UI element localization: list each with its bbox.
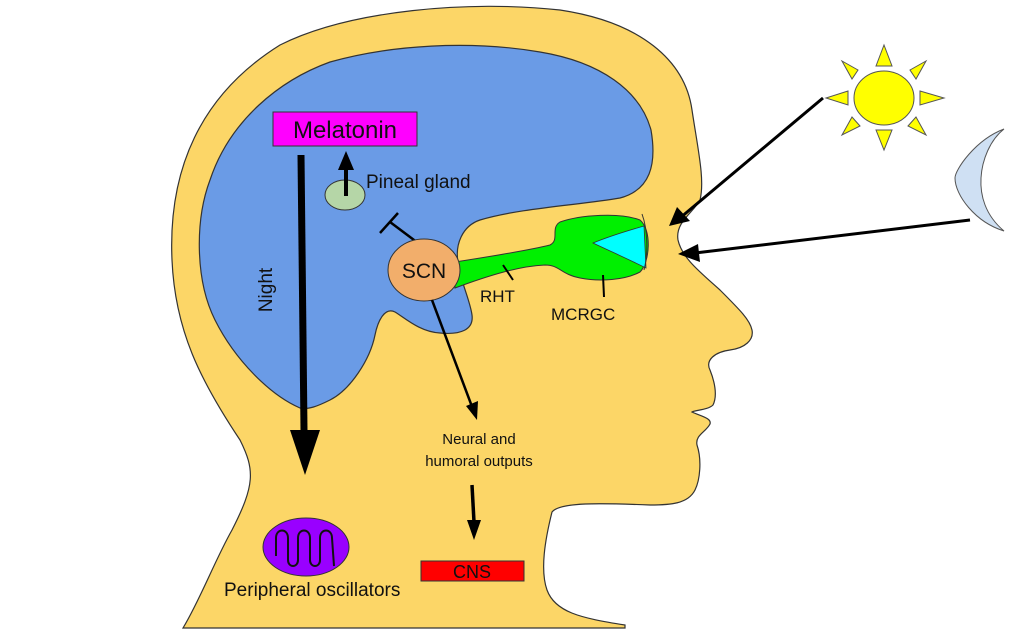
cns-label: CNS [453, 562, 491, 582]
scn-outputs-arrow [430, 299, 476, 413]
cornea-line [641, 213, 648, 271]
mcrgc-tick [602, 274, 605, 298]
rht-tract [454, 214, 649, 289]
cns-box [420, 560, 525, 582]
night-arrow-head [290, 430, 320, 475]
rht-label: RHT [480, 287, 515, 306]
scn-label: SCN [402, 260, 446, 283]
arrow-head [466, 401, 478, 420]
peripheral-oscillators-label: Peripheral oscillators [224, 580, 400, 601]
peripheral-oscillator [262, 517, 350, 577]
melatonin-label: Melatonin [293, 117, 397, 144]
lens [592, 225, 647, 269]
crescent-moon-icon [954, 128, 1005, 232]
oscillation-wave-icon [275, 529, 335, 567]
melatonin-box [272, 111, 418, 147]
moon-to-eye-arrow [694, 218, 971, 255]
inhibition-bar [379, 212, 399, 234]
arrow-head [669, 207, 690, 226]
scn [387, 238, 461, 302]
rht-tick [502, 264, 514, 281]
sun-to-eye-arrow [679, 96, 824, 220]
neural-outputs-label-line1: Neural and [442, 431, 515, 448]
sun-icon [824, 43, 946, 152]
outputs-cns-arrow [470, 484, 476, 523]
neural-outputs-label-line2: humoral outputs [425, 453, 533, 470]
night-arrow [297, 154, 308, 431]
arrow-head [467, 520, 481, 540]
night-label: Night [256, 267, 277, 312]
arrow-head [678, 244, 700, 262]
mcrgc-label: MCRGC [551, 305, 615, 324]
arrow-head [338, 151, 354, 170]
pineal-gland-label: Pineal gland [366, 172, 471, 193]
